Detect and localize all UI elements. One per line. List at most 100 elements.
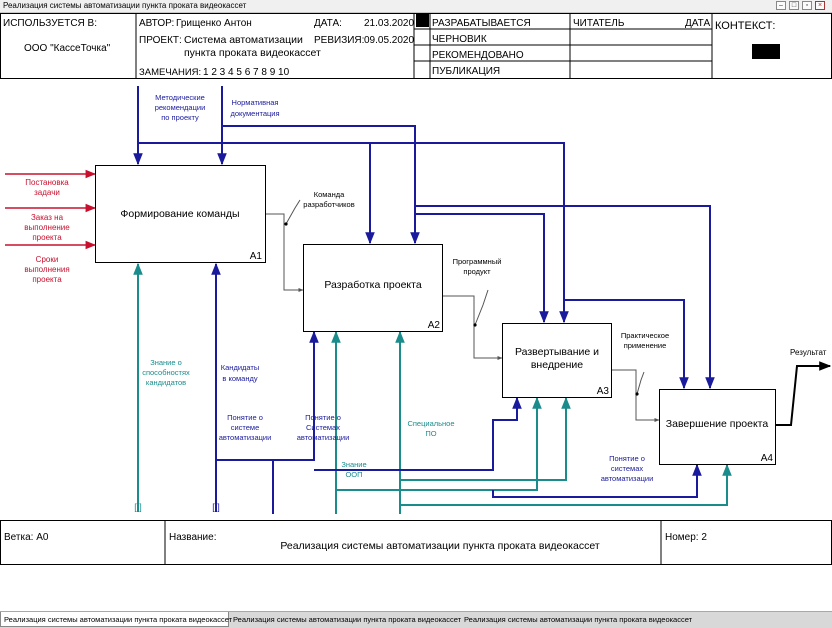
label-methodical-1: Методические (155, 93, 205, 102)
used-at-label: ИСПОЛЬЗУЕТСЯ В: (3, 18, 97, 29)
squiggle-dot-product (473, 323, 477, 327)
ctrl-normative-a3[interactable] (415, 213, 549, 324)
window-titlebar: Реализация системы автоматизации пункта … (0, 0, 832, 13)
squiggle-practice (636, 371, 645, 395)
close-icon[interactable]: × (815, 1, 825, 10)
squiggle-team (285, 199, 301, 225)
label-team-2: разработчиков (303, 200, 354, 209)
label-concept1-3: автоматизации (219, 433, 272, 442)
author-label: АВТОР: (139, 18, 174, 29)
revision-value: 09.05.2020 (364, 35, 414, 46)
footer-node: Ветка: А0 (4, 532, 49, 543)
label-normative-2: документация (230, 109, 279, 118)
label-concept1-1: Понятие о (227, 413, 263, 422)
ctrl-normative-a4[interactable] (415, 205, 715, 390)
out-result[interactable] (776, 361, 832, 426)
revision-label: РЕВИЗИЯ: (314, 35, 364, 46)
maximize-icon[interactable]: □ (789, 1, 799, 10)
out-team[interactable] (266, 213, 304, 292)
squiggle-dot-practice (635, 392, 639, 396)
out-practice[interactable] (612, 369, 660, 422)
box-a2[interactable]: Разработка проекта А2 (303, 244, 443, 332)
mech-concept-a2[interactable] (273, 330, 319, 461)
box-a3-label-line2: внедрение (531, 359, 583, 371)
ctrl-methodical-a3[interactable] (138, 142, 569, 324)
label-oop-2: ООП (345, 470, 362, 479)
mech-special-a4[interactable] (400, 463, 732, 506)
mech-concept-branch[interactable] (216, 459, 274, 514)
box-a2-label: Разработка проекта (324, 279, 421, 291)
label-order-3: проекта (32, 233, 62, 242)
label-concept2-3: автоматизации (297, 433, 350, 442)
mech-oop-a3[interactable] (336, 396, 542, 491)
box-a4-number: А4 (761, 453, 774, 464)
label-knowledge-3: кандидатов (146, 378, 186, 387)
project-label: ПРОЕКТ: (139, 35, 182, 46)
reader-date-label: ДАТА (685, 18, 710, 29)
input-arrows (5, 169, 97, 250)
project-line2: пункта проката видеокассет (184, 47, 321, 59)
footer-name-value: Реализация системы автоматизации пункта … (280, 540, 600, 552)
label-practice-1: Практическое (621, 331, 669, 340)
ctrl-methodical-a4[interactable] (564, 299, 689, 390)
ctrl-normative-a2[interactable] (222, 125, 420, 245)
organization-name: ООО "КассеТочка" (24, 43, 111, 54)
label-concept3-1: Понятие о (609, 454, 645, 463)
label-knowledge-1: Знание о (150, 358, 182, 367)
label-team-1: Команда (314, 190, 345, 199)
label-practice-2: применение (624, 341, 667, 350)
tab-sheet-3[interactable]: Реализация системы автоматизации пункта … (464, 615, 693, 624)
label-order-1: Заказ на (31, 213, 64, 222)
label-task-1: Постановка (25, 178, 69, 187)
label-task-2: задачи (34, 188, 60, 197)
minimize-icon[interactable]: – (776, 1, 786, 10)
status-recommended: РЕКОМЕНДОВАНО (432, 50, 524, 61)
box-a1-number: А1 (250, 251, 263, 262)
label-oop-1: Знание (341, 460, 366, 469)
label-product-1: Программный (453, 257, 502, 266)
mech-special-a3[interactable] (399, 396, 571, 514)
reader-label: ЧИТАТЕЛЬ (573, 18, 625, 29)
box-a1[interactable]: Формирование команды А1 (95, 165, 266, 263)
label-candidates-2: в команду (222, 374, 257, 383)
author-value: Грищенко Антон (176, 18, 252, 29)
notes-label: ЗАМЕЧАНИЯ: (139, 67, 201, 78)
label-candidates-1: Кандидаты (221, 363, 259, 372)
context-thumbnail[interactable] (752, 44, 780, 59)
label-methodical-3: по проекту (161, 113, 199, 122)
label-special-1: Специальное (407, 419, 454, 428)
status-publication: ПУБЛИКАЦИЯ (432, 66, 500, 77)
box-a3-label-line1: Развертывание и (515, 346, 599, 358)
tab-sheet-1[interactable]: Реализация системы автоматизации пункта … (0, 612, 232, 627)
box-a4[interactable]: Завершение проекта А4 (659, 389, 776, 465)
mech-concept-a3[interactable] (314, 396, 522, 471)
box-a1-label: Формирование команды (120, 208, 239, 220)
out-product[interactable] (443, 295, 503, 360)
mech-concept-a4[interactable] (492, 463, 702, 498)
notes-value: 1 2 3 4 5 6 7 8 9 10 (203, 67, 290, 78)
tunnel-mark-1: [ ] (134, 502, 142, 512)
label-methodical-2: рекомендации (155, 103, 206, 112)
label-deadline-3: проекта (32, 275, 62, 284)
label-result: Результат (790, 348, 827, 357)
label-product-2: продукт (463, 267, 491, 276)
diagram-canvas: ИСПОЛЬЗУЕТСЯ В: ООО "КассеТочка" АВТОР: … (0, 13, 832, 611)
box-a3[interactable]: Развертывание и внедрение А3 (502, 323, 612, 398)
context-label: КОНТЕКСТ: (715, 20, 775, 32)
label-concept1-2: системе (231, 423, 260, 432)
sheet-tabs: Реализация системы автоматизации пункта … (0, 611, 832, 628)
box-a3-number: А3 (597, 386, 610, 397)
mechanism-arrows-teal (133, 262, 732, 514)
box-a4-label: Завершение проекта (666, 418, 769, 430)
label-concept2-1: Понятие о (305, 413, 341, 422)
mechanism-arrows-blue (211, 262, 702, 514)
label-deadline-1: Сроки (36, 255, 59, 264)
project-line1: Система автоматизации (184, 34, 303, 46)
label-order-2: выполнение (24, 223, 70, 232)
label-deadline-2: выполнения (24, 265, 69, 274)
restore-icon[interactable]: ▫ (802, 1, 812, 10)
tab-sheet-2[interactable]: Реализация системы автоматизации пункта … (233, 615, 462, 624)
footer-name-label: Название: (169, 532, 216, 543)
label-concept3-2: системах (611, 464, 644, 473)
label-concept2-2: Системах (306, 423, 340, 432)
